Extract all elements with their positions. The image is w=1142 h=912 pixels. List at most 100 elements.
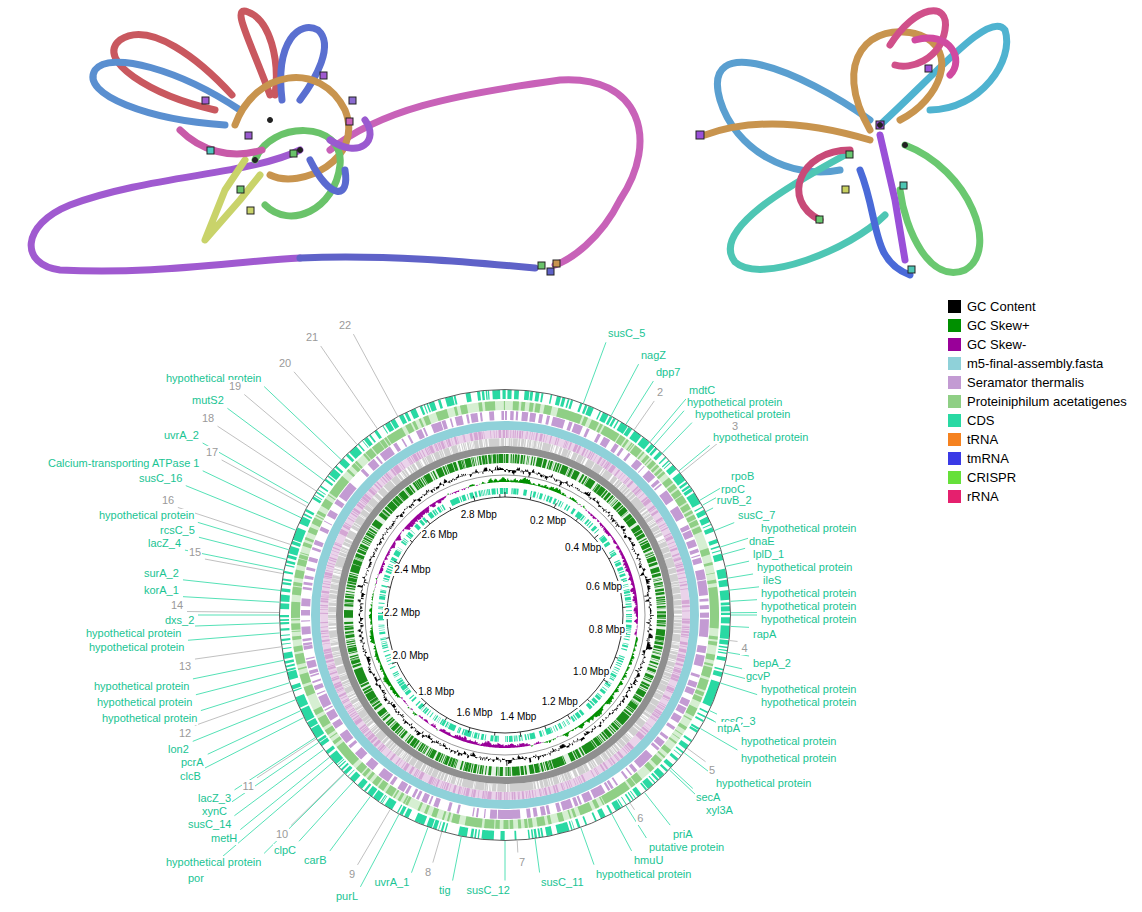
legend-row: CDS [948, 411, 1127, 430]
leader-line [721, 683, 758, 695]
graph-segment [860, 170, 910, 275]
contig-number: 6 [636, 812, 644, 825]
graph-segment [799, 150, 850, 220]
gene-label: rpoB [730, 470, 755, 483]
leader-line [291, 774, 344, 826]
leader-line [731, 615, 757, 616]
legend-swatch [948, 490, 961, 503]
graph-nodes [696, 65, 932, 273]
legend-text: m5-final-assembly.fasta [967, 356, 1103, 371]
legend-text: GC Skew- [967, 337, 1026, 352]
contig-number: 15 [188, 546, 202, 559]
gene-label: lon2 [167, 743, 190, 756]
graph-segment [908, 266, 915, 273]
assembly-graphs [0, 0, 1142, 300]
scale-label: 1.8 Mbp [417, 686, 455, 698]
legend-row: CRISPR [948, 468, 1127, 487]
legend-row: tmRNA [948, 449, 1127, 468]
gene-label: dxs_2 [164, 614, 195, 627]
legend-text: GC Content [967, 299, 1036, 314]
grey-ring [340, 450, 671, 781]
scale-label: 0.2 Mbp [529, 515, 567, 527]
leader-line [728, 574, 753, 578]
blast-ring [291, 401, 719, 829]
gene-label: mutS2 [191, 394, 225, 407]
graph-segment [180, 130, 262, 154]
leader-line [710, 711, 717, 714]
gene-label: susC_14 [187, 818, 232, 831]
leader-line [583, 342, 605, 403]
gene-label: pcrA [180, 756, 205, 769]
gene-label: ntpA [716, 722, 741, 735]
leader-line [183, 597, 279, 602]
leader-line [433, 832, 442, 863]
leader-line [183, 580, 280, 591]
grey-ring [328, 438, 682, 792]
gene-label: rcsC_5 [159, 524, 196, 537]
legend-swatch [948, 452, 961, 465]
leader-line [218, 426, 317, 491]
legend: GC Content GC Skew+ GC Skew-m5-final-assem… [948, 297, 1127, 506]
leader-line [726, 561, 749, 566]
graph-segment [878, 123, 883, 128]
graph-segment [903, 143, 908, 148]
leader-line [725, 665, 742, 669]
graph-segment [915, 38, 956, 75]
gene-label: susC_7 [737, 509, 776, 522]
leader-line [205, 559, 283, 574]
legend-swatch [948, 357, 961, 370]
gc-content [357, 466, 654, 766]
scale-label: 2.0 Mbp [391, 650, 429, 662]
legend-text: GC Skew+ [967, 318, 1030, 333]
gene-label: clpC [273, 844, 297, 857]
leader-line [330, 796, 371, 851]
leader-line [227, 408, 323, 480]
gene-label: hypothetical protein [165, 372, 262, 385]
leader-line [715, 523, 735, 531]
gene-label: hypothetical protein [93, 680, 190, 693]
gc-skew [369, 477, 638, 747]
gene-label: priA [672, 828, 694, 841]
gene-label: lplD_1 [752, 548, 785, 561]
graph-segment [925, 65, 932, 72]
graph-segment [547, 268, 554, 275]
contig-number: 16 [161, 494, 175, 507]
contig-number: 11 [242, 780, 255, 793]
gene-label: hypothetical protein [694, 408, 791, 421]
gene-label: hypothetical protein [760, 683, 857, 696]
graph-segment [842, 186, 849, 193]
contig-number: 7 [518, 856, 526, 869]
graph-segment [816, 216, 823, 223]
blast-ring [320, 430, 690, 800]
contig-number: 10 [275, 828, 289, 841]
graph-segment [900, 182, 907, 189]
contig-number: 13 [178, 660, 192, 673]
leader-line [687, 748, 705, 761]
gene-label: tig [438, 884, 452, 897]
graph-segment [349, 97, 356, 104]
scale-label: 1.0 Mbp [572, 666, 610, 678]
gene-label: putative protein [648, 841, 725, 854]
legend-row: Seramator thermalis [948, 373, 1127, 392]
contig-number: 5 [708, 764, 716, 777]
leader-line [358, 810, 391, 865]
cds-ring [378, 488, 632, 742]
leader-line [730, 587, 759, 590]
scale-label: 2.8 Mbp [460, 509, 498, 521]
tick-marks [382, 492, 627, 737]
leader-line [195, 647, 281, 659]
gene-label: hmuU [633, 854, 664, 867]
graph-segment [854, 32, 942, 130]
leader-line [244, 394, 332, 469]
leader-line [196, 671, 286, 694]
graph-segment [320, 72, 327, 79]
gene-label: uvrA_2 [163, 429, 200, 442]
gc-content [360, 470, 650, 760]
gene-label: nagZ [640, 349, 667, 362]
legend-swatch [948, 300, 961, 313]
gene-label: surA_2 [143, 567, 180, 580]
legend-swatch [948, 338, 961, 351]
leader-line [198, 615, 279, 616]
leader-line [706, 508, 713, 512]
leader-line [663, 423, 692, 453]
